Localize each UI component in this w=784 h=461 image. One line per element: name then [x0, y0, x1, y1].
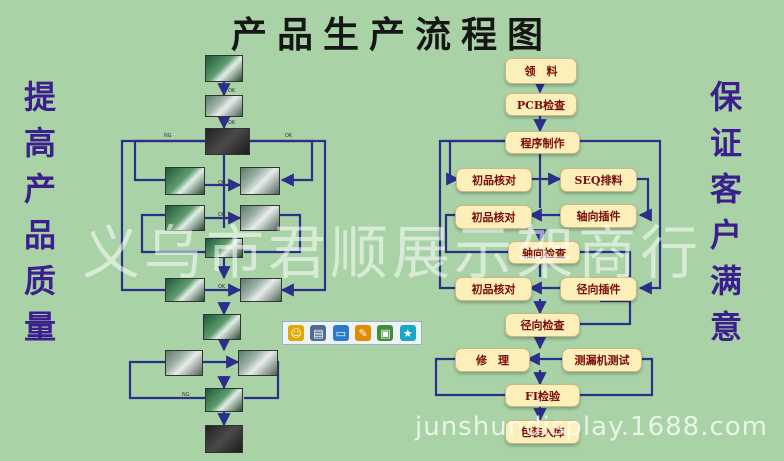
page-title: 产品生产流程图 — [230, 14, 553, 56]
step-pack: 包装入库 — [505, 420, 580, 444]
ok-label: OK — [228, 120, 236, 126]
photo-fi-check — [205, 388, 243, 412]
ng-label: NG — [164, 133, 172, 139]
left-slogan: 提 高 产 品 质 量 — [20, 74, 60, 350]
loop-right-seq-axial — [635, 177, 652, 222]
document-icon[interactable]: ▤ — [310, 325, 327, 341]
right-slogan-char: 客 — [709, 170, 742, 208]
right-slogan-char: 保 — [709, 78, 742, 116]
photo-loop-right-2 — [244, 213, 302, 254]
step-program: 程序制作 — [505, 131, 580, 154]
image-icon[interactable]: ▣ — [377, 325, 394, 341]
step-axial-insert: 轴向插件 — [560, 204, 637, 228]
photo-seq — [240, 167, 280, 195]
photo-program — [205, 128, 250, 155]
right-slogan: 保 证 客 户 满 意 — [706, 74, 746, 350]
step-seq: SEQ排料 — [560, 168, 637, 192]
loop-right-radial — [578, 299, 632, 326]
photo-loop-left-1 — [133, 139, 205, 182]
face-icon[interactable]: ☺ — [288, 325, 305, 341]
photo-pcb — [205, 95, 243, 117]
step-pcb-check: PCB检查 — [505, 93, 577, 116]
loop-left-repair — [434, 357, 505, 397]
photo-test — [238, 350, 278, 376]
step-collect: 领 料 — [505, 58, 577, 84]
photo-axial-check — [205, 238, 243, 258]
step-fi-check: FI检验 — [505, 384, 580, 407]
photo-first-check-3 — [165, 278, 205, 302]
photo-radial-insert — [240, 278, 282, 302]
image-toolbar: ☺ ▤ ▭ ✎ ▣ ★ — [282, 321, 422, 345]
left-slogan-char: 品 — [23, 216, 56, 254]
right-slogan-char: 证 — [709, 124, 742, 162]
ok-label: OK — [218, 284, 226, 290]
monitor-icon[interactable]: ▭ — [332, 325, 349, 341]
left-slogan-char: 提 — [23, 78, 56, 116]
left-slogan-char: 量 — [23, 308, 56, 346]
left-slogan-char: 产 — [23, 170, 56, 208]
step-first-check-3: 初品核对 — [455, 277, 532, 301]
right-slogan-char: 意 — [709, 308, 742, 346]
star-icon[interactable]: ★ — [399, 325, 416, 341]
step-first-check-1: 初品核对 — [456, 168, 532, 192]
photo-material — [205, 55, 243, 82]
photo-loop-left-2 — [140, 213, 205, 254]
ok-label: OK — [285, 133, 293, 139]
chat-icon[interactable]: ✎ — [355, 325, 372, 341]
step-first-check-2: 初品核对 — [455, 205, 532, 229]
step-radial-check: 径向检查 — [505, 313, 580, 337]
photo-loop-bottom-left — [128, 360, 205, 400]
photo-first-check-1 — [165, 167, 205, 195]
ng-label: NG — [182, 392, 190, 398]
ok-label: OK — [218, 180, 226, 186]
photo-axial-insert — [240, 205, 280, 231]
loop-right-test-fi — [578, 357, 654, 397]
right-slogan-char: 满 — [709, 262, 742, 300]
ok-label: OK — [228, 88, 236, 94]
photo-first-check-2 — [165, 205, 205, 231]
loop-right-outer — [578, 139, 662, 295]
loop-left-first2 — [444, 213, 508, 254]
photo-loop-right-1 — [250, 139, 314, 187]
step-test: 测漏机测试 — [562, 348, 642, 372]
ok-label: OK — [218, 212, 226, 218]
right-slogan-char: 户 — [709, 216, 742, 254]
photo-pack — [205, 425, 243, 453]
left-slogan-char: 质 — [23, 262, 56, 300]
photo-radial-check — [203, 314, 241, 340]
step-repair: 修 理 — [455, 348, 530, 372]
step-axial-check: 轴向检查 — [508, 241, 580, 264]
loop-left-first1 — [446, 139, 505, 186]
step-radial-insert: 径向插件 — [560, 277, 637, 301]
photo-repair — [165, 350, 203, 376]
left-slogan-char: 高 — [23, 124, 56, 162]
